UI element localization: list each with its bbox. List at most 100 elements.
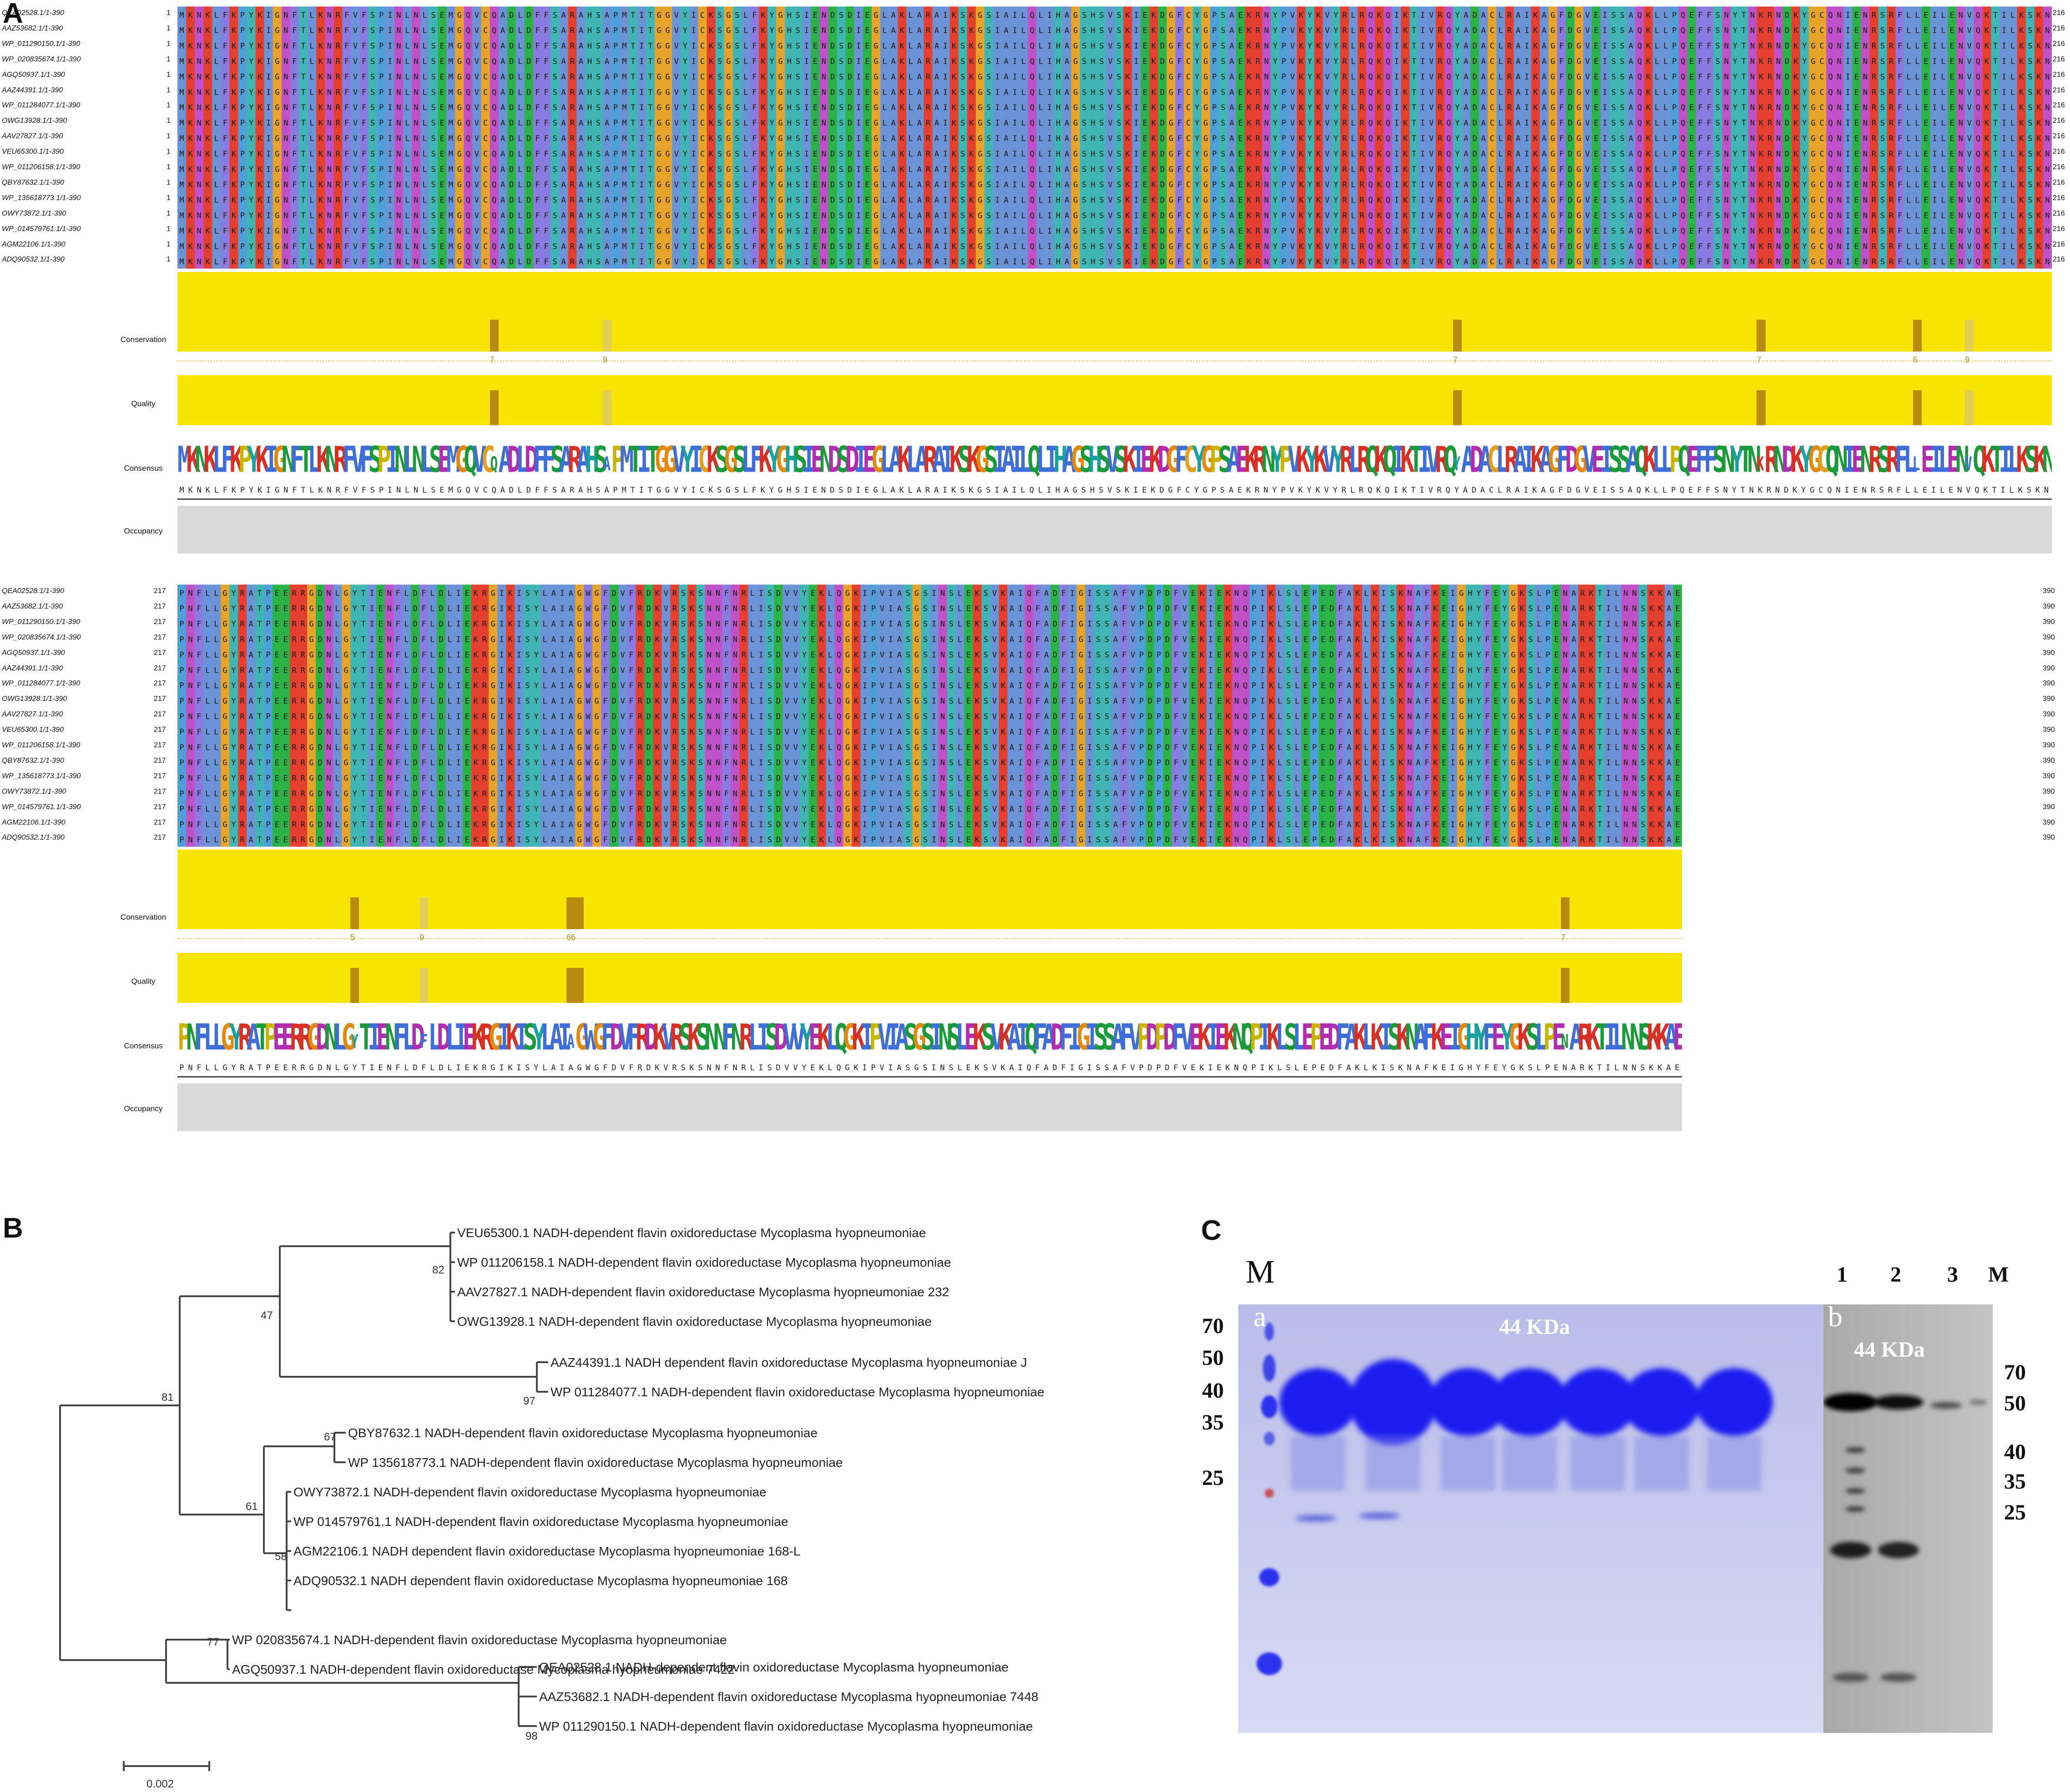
sequence-name[interactable]: AGQ50937.1/1-390 (2, 649, 65, 657)
alignment-column (1670, 6, 1679, 269)
residue: E (813, 42, 818, 51)
sequence-name[interactable]: QEA02528.1/1-390 (2, 9, 64, 17)
sequence-name[interactable]: ADQ90532.1/1-390 (2, 256, 65, 264)
residue: D (1568, 42, 1572, 51)
residue: N (733, 604, 737, 614)
residue: K (975, 604, 980, 614)
residue: A (917, 26, 922, 35)
sequence-name[interactable]: WP_011206158.1/1-390 (2, 163, 80, 171)
start-position: 1 (167, 210, 171, 218)
residue: L (422, 26, 427, 35)
sequence-name[interactable]: QBY87632.1/1-390 (2, 757, 64, 765)
residue: N (326, 589, 331, 598)
sequence-name[interactable]: VEU65300.1/1-390 (2, 726, 64, 734)
residue: L (1499, 42, 1503, 51)
residue: G (222, 604, 227, 614)
alignment-column (1062, 6, 1072, 269)
alignment-column (2043, 6, 2052, 269)
sequence-name[interactable]: AAZ44391.1/1-390 (2, 86, 63, 95)
sequence-name[interactable]: WP_014579761.1/1-390 (2, 225, 81, 233)
alignment-column (515, 6, 525, 269)
sequence-name[interactable]: WP_020835674.1/1-390 (2, 634, 81, 642)
residue: V (664, 589, 668, 598)
residue: R (1342, 11, 1347, 20)
residue: Y (1308, 11, 1312, 20)
sequence-name[interactable]: VEU65300.1/1-390 (2, 148, 64, 156)
residue: K (188, 42, 193, 51)
residue: I (1606, 604, 1611, 614)
sequence-name[interactable]: OWG13928.1/1-390 (2, 117, 67, 125)
residue: K (655, 604, 660, 614)
residue: L (310, 42, 314, 51)
sequence-name[interactable]: WP_020835674.1/1-390 (2, 55, 81, 64)
residue: I (266, 11, 271, 20)
sequence-name[interactable]: WP_011290150.1/1-390 (2, 618, 80, 626)
residue: Y (683, 11, 687, 20)
residue: A (579, 11, 583, 20)
residue: F (396, 604, 400, 614)
sequence-name[interactable]: ADQ90532.1/1-390 (2, 834, 65, 842)
sequence-name[interactable]: WP_011284077.1/1-390 (2, 680, 80, 688)
residue: F (603, 604, 608, 614)
residue: K (1377, 26, 1382, 35)
residue: N (1632, 589, 1636, 598)
sequence-name[interactable]: QEA02528.1/1-390 (2, 587, 64, 595)
sequence-name[interactable]: AAZ53682.1/1-390 (2, 603, 63, 611)
sequence-name[interactable]: AAV27827.1/1-390 (2, 132, 63, 141)
sequence-name[interactable]: WP_011206158.1/1-390 (2, 741, 80, 750)
residue: P (1312, 589, 1317, 598)
sequence-name[interactable]: OWY73872.1/1-390 (2, 210, 66, 218)
sequence-name[interactable]: AGM22106.1/1-390 (2, 819, 66, 827)
alignment-column (281, 6, 291, 269)
sequence-name[interactable]: AAV27827.1/1-390 (2, 710, 63, 719)
residue: S (1880, 26, 1885, 35)
residue: A (1229, 11, 1234, 20)
sequence-name[interactable]: WP_135618773.1/1-390 (2, 772, 81, 780)
residue: E (283, 620, 288, 629)
sequence-name[interactable]: AAZ53682.1/1-390 (2, 25, 63, 33)
residue: I (639, 11, 644, 20)
residue: D (646, 589, 651, 598)
residue: G (1811, 26, 1815, 35)
sequence-name[interactable]: AAZ44391.1/1-390 (2, 664, 63, 673)
residue: G (978, 26, 982, 35)
residue: V (664, 604, 668, 614)
sequence-name[interactable]: QBY87632.1/1-390 (2, 179, 64, 187)
sequence-name[interactable]: WP_011290150.1/1-390 (2, 40, 80, 48)
residue: S (839, 11, 843, 20)
residue: P (1282, 11, 1286, 20)
residue: S (525, 589, 530, 598)
alignment-column (1097, 6, 1106, 269)
residue: V (1325, 26, 1329, 35)
sequence-name[interactable]: WP_135618773.1/1-390 (2, 194, 81, 202)
alignment-column (1800, 6, 1809, 269)
sequence-name[interactable]: WP_014579761.1/1-390 (2, 803, 81, 811)
residue: E (1594, 11, 1598, 20)
residue: K (1589, 589, 1594, 598)
residue: A (248, 620, 253, 629)
alignment-column (1878, 6, 1888, 269)
residue: E (1442, 604, 1446, 614)
residue: I (1134, 42, 1139, 51)
sequence-name[interactable]: OWG13928.1/1-390 (2, 695, 67, 703)
residue: S (2028, 26, 2032, 35)
residue: G (726, 26, 731, 35)
alignment-column (1904, 6, 1913, 269)
residue: P (613, 42, 618, 51)
residue: R (1507, 11, 1512, 20)
residue: V (353, 26, 358, 35)
alignment-column (1808, 6, 1818, 269)
sequence-name[interactable]: AGQ50937.1/1-390 (2, 71, 65, 79)
residue: Q (1976, 11, 1980, 20)
residue: L (1615, 604, 1619, 614)
sequence-name[interactable]: AGM22106.1/1-390 (2, 241, 66, 249)
residue: C (1819, 26, 1824, 35)
alignment-column (377, 6, 386, 269)
sequence-name[interactable]: OWY73872.1/1-390 (2, 788, 66, 796)
residue: S (984, 604, 988, 614)
residue: F (535, 11, 540, 20)
residue: N (1623, 589, 1628, 598)
sequence-name[interactable]: WP_011284077.1/1-390 (2, 101, 80, 110)
